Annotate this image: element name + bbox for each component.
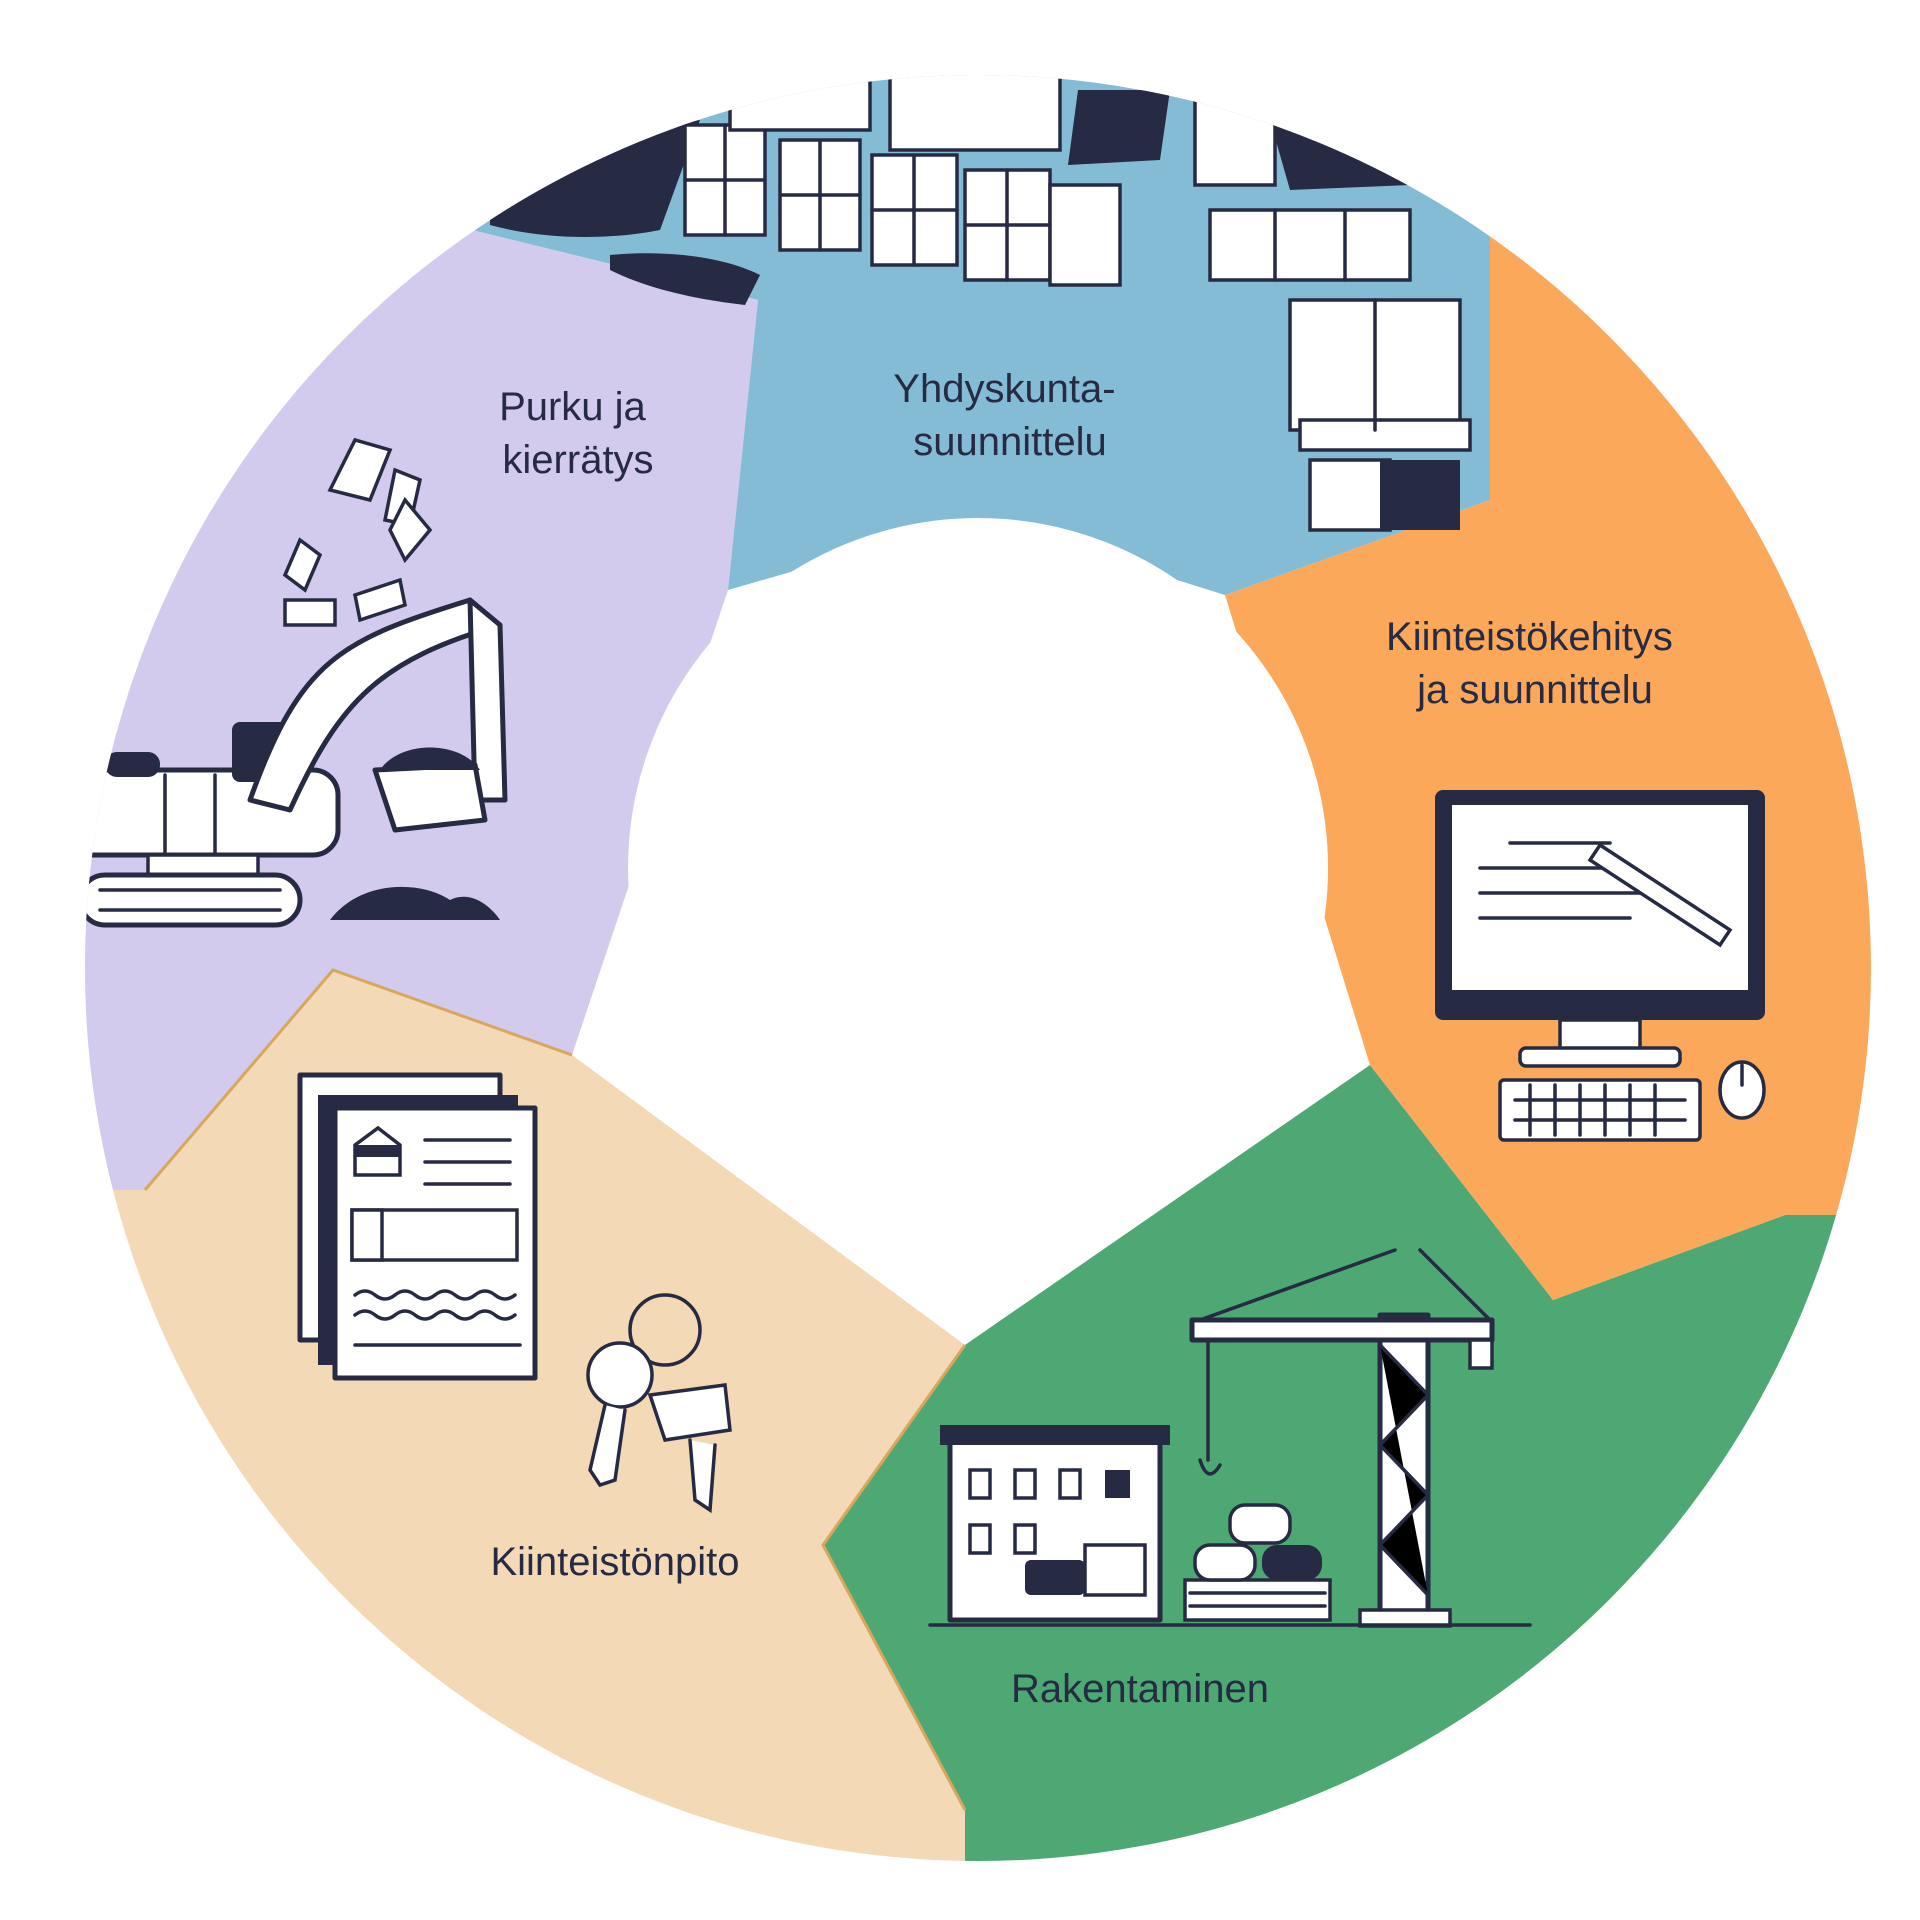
- label-rakentaminen: Rakentaminen: [1011, 1667, 1269, 1711]
- label-purku: Purku ja kierrätys: [499, 385, 657, 482]
- label-yhdyskunta: Yhdyskunta- suunnittelu: [893, 367, 1126, 464]
- excavator-recycle-icon: [84, 437, 508, 928]
- label-kiinteistonpito: Kiinteistönpito: [490, 1540, 739, 1584]
- label-kiinteistokehitys: Kiinteistökehitys ja suunnittelu: [1386, 615, 1684, 712]
- documents-keys-icon: [297, 1072, 732, 1514]
- computer-icon: [1435, 790, 1766, 1142]
- city-map-icon: [490, 75, 1472, 532]
- construction-site-icon: [928, 1248, 1532, 1628]
